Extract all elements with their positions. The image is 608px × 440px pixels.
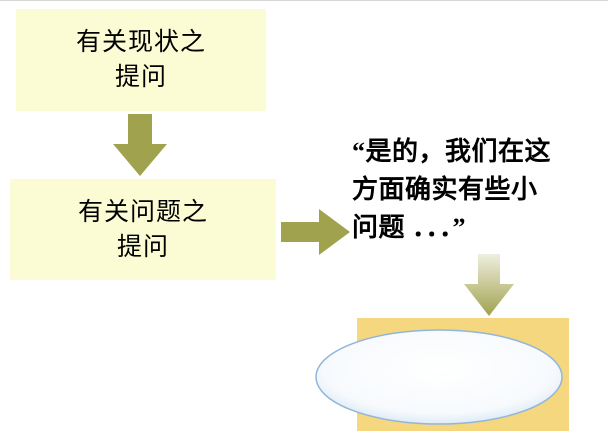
status-question-line-1: 有关现状之 — [75, 29, 206, 56]
right-arrow-icon — [281, 209, 350, 255]
quote-line-1: “是的，我们在这 — [352, 137, 552, 166]
status-question-box: 有关现状之 提问 — [16, 9, 266, 111]
status-question-line-2: 提问 — [114, 64, 167, 91]
result-ellipse — [315, 329, 563, 425]
problem-question-label: 有关问题之 提问 — [78, 195, 208, 265]
status-question-label: 有关现状之 提问 — [76, 25, 206, 95]
gradient-down-arrow-icon — [464, 254, 514, 316]
quote-line-3: 问题 ．．．” — [352, 213, 467, 242]
down-arrow-icon — [113, 114, 167, 176]
quote-line-2: 方面确实有些小 — [352, 175, 538, 204]
problem-question-line-1: 有关问题之 — [77, 198, 208, 226]
problem-question-box: 有关问题之 提问 — [10, 179, 276, 280]
problem-question-line-2: 提问 — [116, 233, 169, 261]
quote-text: “是的，我们在这 方面确实有些小 问题 ．．．” — [352, 133, 604, 247]
